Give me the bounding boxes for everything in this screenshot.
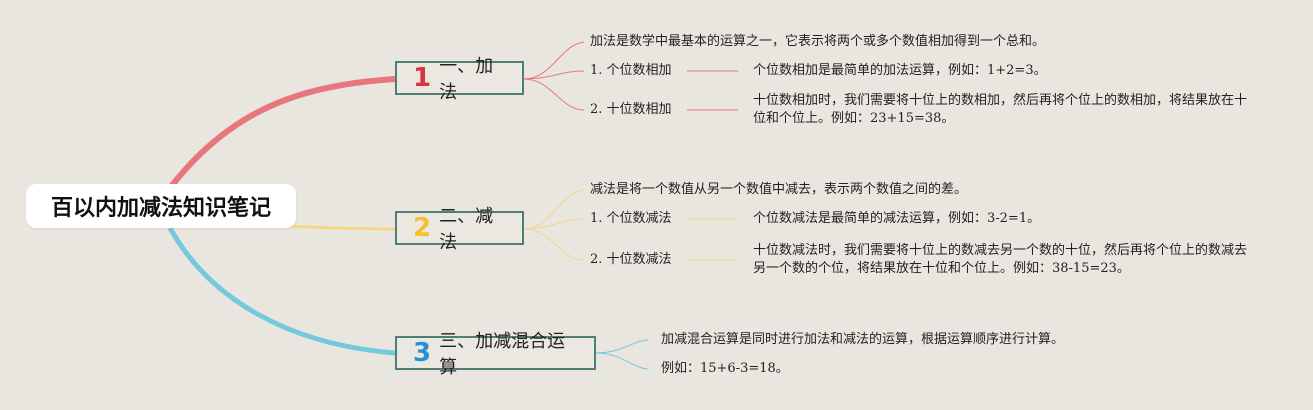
branch-subtraction[interactable]: 2 二、减法 bbox=[395, 206, 524, 253]
subtraction-item-1-desc: 个位数减法是最简单的减法运算，例如：3-2=1。 bbox=[753, 211, 1041, 226]
number-2-icon: 2 bbox=[413, 213, 432, 243]
addition-item-1-desc: 个位数相加是最简单的加法运算，例如：1+2=3。 bbox=[753, 63, 1047, 78]
branch-label: 二、减法 bbox=[439, 206, 494, 253]
mixed-line-2: 例如：15+6-3=18。 bbox=[661, 361, 789, 376]
addition-item-1-label: 1. 个位数相加 bbox=[590, 63, 672, 78]
subtraction-item-2-label: 2. 十位数减法 bbox=[590, 252, 672, 267]
addition-summary: 加法是数学中最基本的运算之一，它表示将两个或多个数值相加得到一个总和。 bbox=[590, 34, 1046, 49]
number-1-icon: 1 bbox=[413, 63, 432, 93]
subtraction-summary: 减法是将一个数值从另一个数值中减去，表示两个数值之间的差。 bbox=[590, 182, 968, 197]
addition-item-2-label: 2. 十位数相加 bbox=[590, 102, 672, 117]
subtraction-item-2-desc: 十位数减法时，我们需要将十位上的数减去另一个数的十位，然后再将个位上的数减去另一… bbox=[753, 243, 1248, 276]
branch-mixed-operations[interactable]: 3 三、加减混合运算 bbox=[395, 331, 596, 378]
subtraction-item-1-label: 1. 个位数减法 bbox=[590, 211, 672, 226]
root-topic[interactable]: 百以内加减法知识笔记 bbox=[26, 184, 296, 228]
number-3-icon: 3 bbox=[413, 338, 432, 368]
branch-addition[interactable]: 1 一、加法 bbox=[395, 56, 524, 103]
addition-item-2-desc: 十位数相加时，我们需要将十位上的数相加，然后再将个位上的数相加，将结果放在十位和… bbox=[753, 93, 1248, 126]
branch-label: 三、加减混合运算 bbox=[439, 331, 566, 378]
branch-label: 一、加法 bbox=[439, 56, 494, 103]
mixed-line-1: 加减混合运算是同时进行加法和减法的运算，根据运算顺序进行计算。 bbox=[661, 332, 1065, 347]
